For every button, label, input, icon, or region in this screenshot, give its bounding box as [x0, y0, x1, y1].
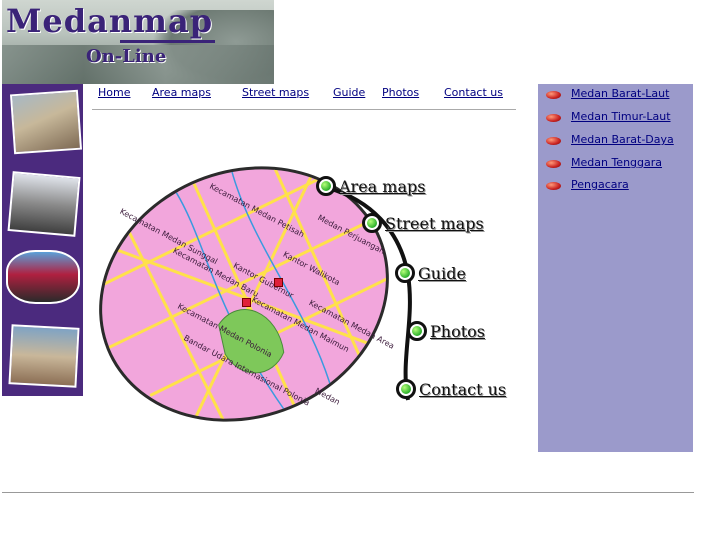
green-bullet-icon	[316, 176, 336, 196]
menu-area-maps[interactable]: Area maps	[316, 176, 425, 196]
logo-underline	[120, 40, 215, 43]
nav-guide-link[interactable]: Guide	[333, 86, 366, 99]
district-item[interactable]: Medan Tenggara	[546, 156, 662, 169]
menu-photos[interactable]: Photos	[407, 321, 485, 341]
photo-strip	[2, 84, 83, 396]
nav-area-maps-link[interactable]: Area maps	[152, 86, 211, 99]
red-bullet-icon	[546, 182, 561, 190]
logo-subtitle: On-Line	[86, 46, 167, 67]
green-bullet-icon	[407, 321, 427, 341]
green-bullet-icon	[396, 379, 416, 399]
district-item[interactable]: Pengacara	[546, 178, 629, 191]
nav-street-maps-link[interactable]: Street maps	[242, 86, 310, 99]
menu-contact-us-label[interactable]: Contact us	[419, 379, 507, 399]
district-item[interactable]: Medan Barat-Laut	[546, 87, 669, 100]
green-bullet-icon	[362, 213, 382, 233]
district-link[interactable]: Medan Tenggara	[571, 156, 663, 169]
map-marker-icon	[274, 278, 283, 287]
footer-divider	[2, 492, 694, 493]
district-link[interactable]: Pengacara	[571, 178, 629, 191]
photo-market	[8, 324, 80, 388]
red-bullet-icon	[546, 160, 561, 168]
district-link[interactable]: Medan Barat-Laut	[571, 87, 670, 100]
green-bullet-icon	[395, 263, 415, 283]
nav-home-link[interactable]: Home	[98, 86, 131, 99]
district-link[interactable]: Medan Barat-Daya	[571, 133, 674, 146]
map-streets	[95, 152, 394, 437]
red-bullet-icon	[546, 91, 561, 99]
district-panel: Medan Barat-Laut Medan Timur-Laut Medan …	[538, 84, 693, 452]
photo-dancers	[6, 250, 80, 304]
menu-street-maps-label[interactable]: Street maps	[385, 213, 484, 233]
district-item[interactable]: Medan Timur-Laut	[546, 110, 671, 123]
red-bullet-icon	[546, 137, 561, 145]
menu-contact-us[interactable]: Contact us	[396, 379, 506, 399]
photo-palace	[7, 171, 81, 237]
district-link[interactable]: Medan Timur-Laut	[571, 110, 671, 123]
map-marker-icon	[242, 298, 251, 307]
banner-landscape-image	[2, 45, 274, 84]
red-bullet-icon	[546, 114, 561, 122]
site-logo-banner: Medanmap On-Line	[2, 0, 274, 84]
menu-photos-label[interactable]: Photos	[430, 321, 485, 341]
map-ellipse	[60, 123, 428, 465]
district-item[interactable]: Medan Barat-Daya	[546, 133, 674, 146]
menu-street-maps[interactable]: Street maps	[362, 213, 484, 233]
menu-area-maps-label[interactable]: Area maps	[339, 176, 426, 196]
menu-guide[interactable]: Guide	[395, 263, 466, 283]
menu-guide-label[interactable]: Guide	[418, 263, 466, 283]
photo-building	[9, 89, 83, 155]
nav-contact-link[interactable]: Contact us	[444, 86, 503, 99]
city-map-image[interactable]: Kecamatan Medan Petisah Kecamatan Medan …	[60, 123, 428, 465]
nav-photos-link[interactable]: Photos	[382, 86, 420, 99]
logo-title: Medanmap	[6, 2, 214, 40]
nav-divider	[92, 109, 516, 110]
